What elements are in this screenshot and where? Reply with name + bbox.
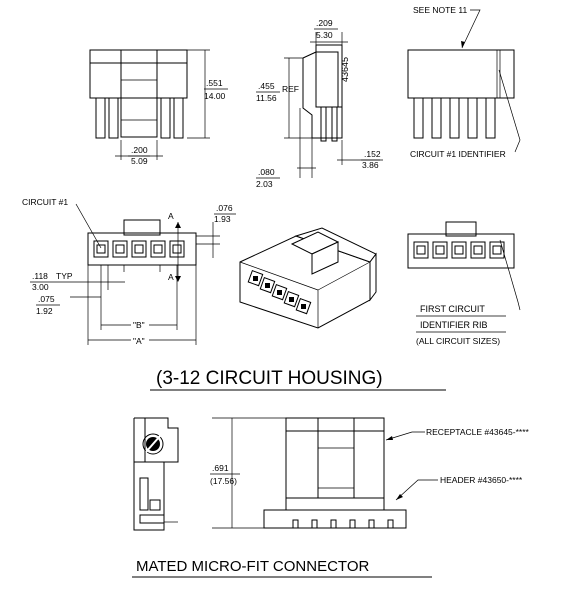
dim-118-in: .118: [32, 271, 48, 281]
housing-title: (3-12 CIRCUIT HOUSING): [156, 368, 383, 389]
ref-label: REF: [282, 84, 299, 94]
dim-075-mm: 1.92: [36, 306, 53, 316]
mating-face-view: [407, 221, 521, 333]
rear-view: [407, 9, 521, 153]
typ-label: TYP: [56, 271, 73, 281]
dim-b-label: "B": [133, 320, 145, 330]
dim-152-mm: 3.86: [362, 160, 379, 170]
front-view: [89, 49, 210, 160]
dim-080-in: .080: [258, 167, 275, 177]
receptacle-label: RECEPTACLE #43645-****: [426, 427, 530, 437]
mated-front-view: [212, 417, 438, 529]
dim-076-mm: 1.93: [214, 214, 231, 224]
dim-118-mm: 3.00: [32, 282, 49, 292]
side-view: [284, 32, 380, 178]
dim-075-in: .075: [38, 294, 55, 304]
all-circuit-sizes-label: (ALL CIRCUIT SIZES): [416, 336, 500, 346]
first-circuit-label: FIRST CIRCUIT: [420, 304, 485, 314]
see-note-label: SEE NOTE 11: [413, 5, 467, 15]
dim-691-mm: (17.56): [210, 476, 237, 486]
section-a-bottom: A: [168, 272, 174, 282]
circuit1-label: CIRCUIT #1: [22, 197, 68, 207]
dim-200-mm: 5.09: [131, 156, 148, 166]
part-number-label: 43645: [340, 57, 350, 82]
identifier-rib-label: IDENTIFIER RIB: [420, 320, 488, 330]
top-view: [70, 203, 220, 345]
dim-691-in: .691: [212, 463, 229, 473]
dim-a-label: "A": [133, 336, 145, 346]
dim-551-mm: 14.00: [204, 91, 226, 101]
dim-455-mm: 11.56: [256, 93, 277, 103]
dim-209-mm: 5.30: [316, 30, 333, 40]
circuit1-identifier-label: CIRCUIT #1 IDENTIFIER: [410, 149, 506, 159]
dim-152-in: .152: [364, 149, 381, 159]
mated-side-view: [133, 417, 179, 531]
dim-209-in: .209: [316, 18, 333, 28]
section-a-top: A: [168, 211, 174, 221]
dim-455-in: .455: [258, 81, 275, 91]
dim-080-mm: 2.03: [256, 179, 273, 189]
dim-076-in: .076: [216, 203, 233, 213]
dim-551-in: .551: [206, 78, 223, 88]
dim-200-in: .200: [131, 145, 148, 155]
header-label: HEADER #43650-****: [440, 475, 523, 485]
isometric-view: [239, 227, 377, 329]
mated-title: MATED MICRO-FIT CONNECTOR: [136, 558, 369, 575]
